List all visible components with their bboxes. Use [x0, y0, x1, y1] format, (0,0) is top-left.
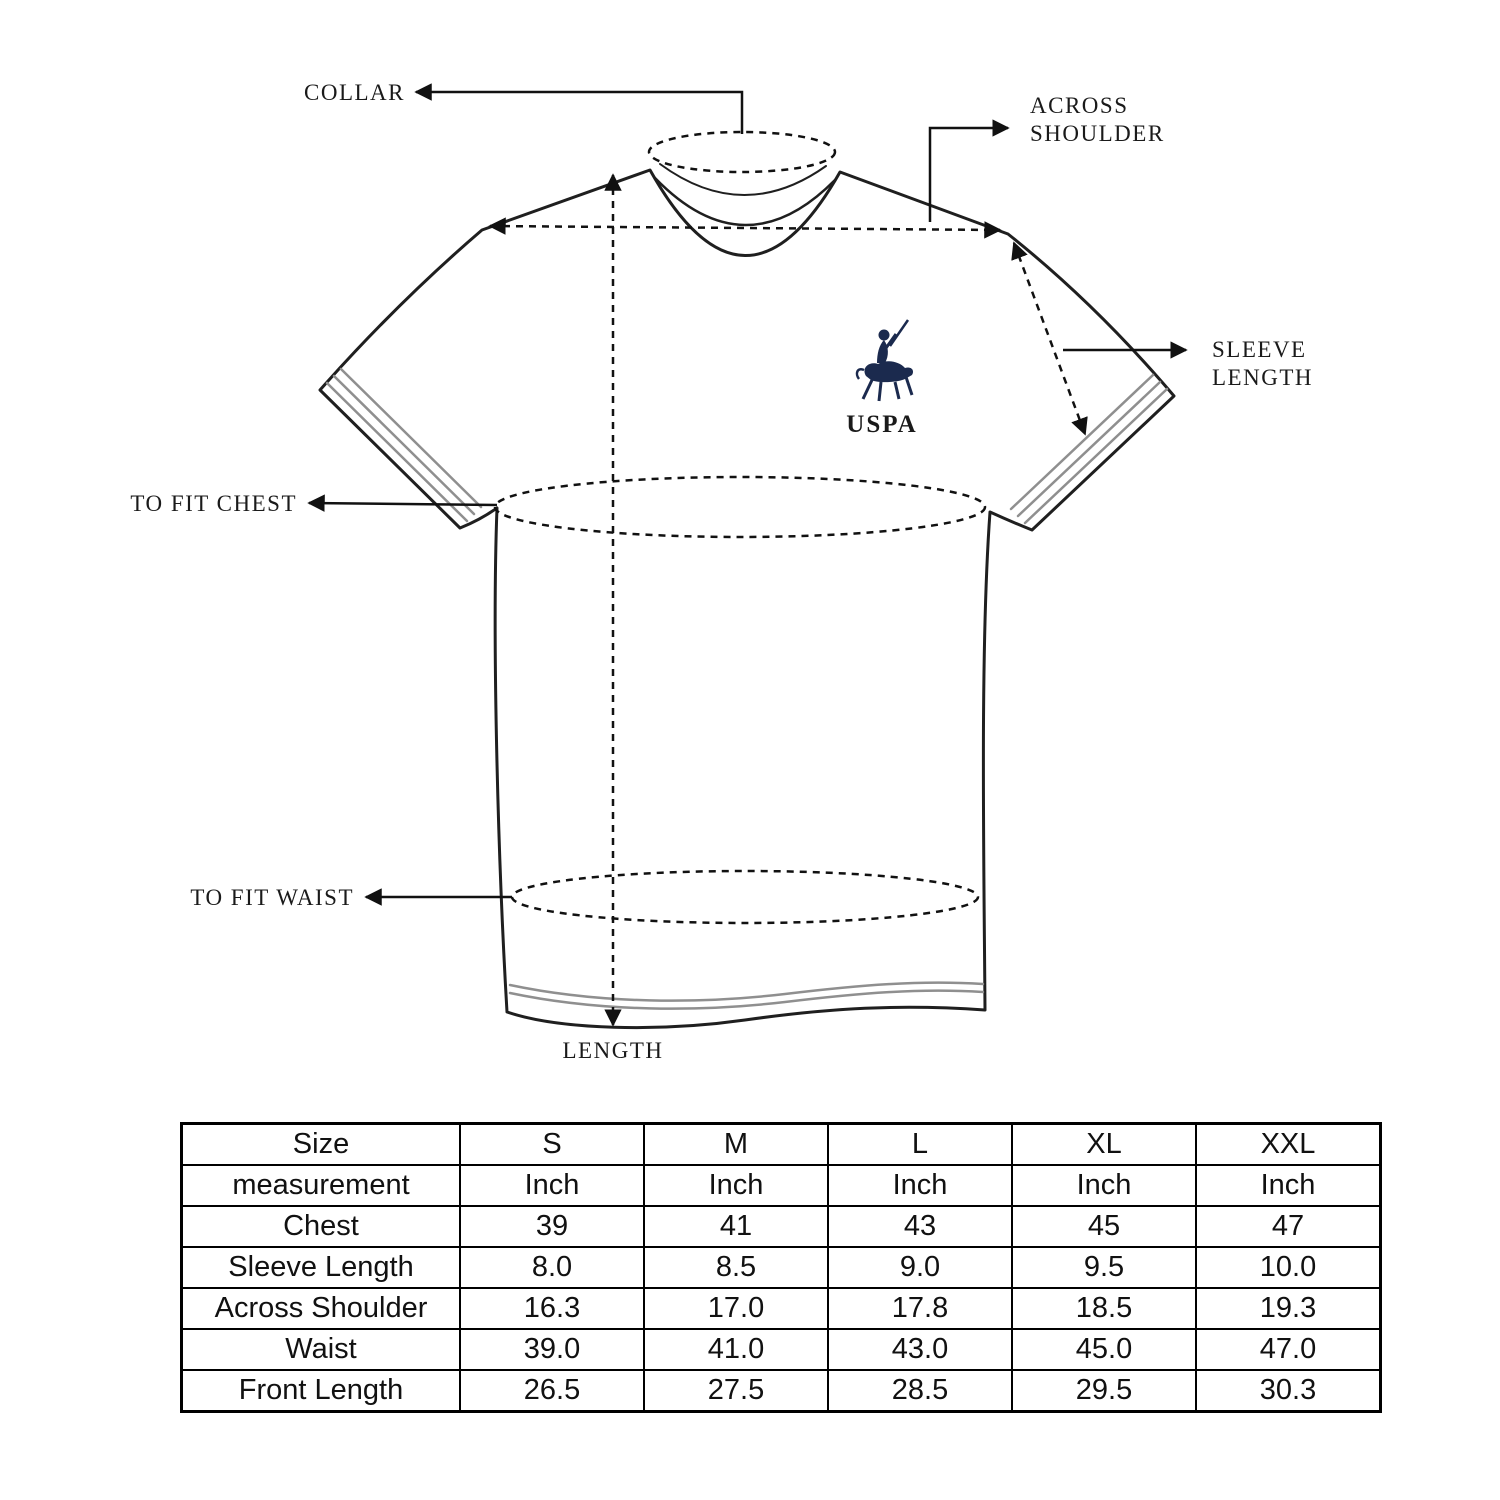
value-cell: 9.0: [827, 1246, 1013, 1289]
unit-cell: Inch: [459, 1164, 645, 1207]
horse-leg: [904, 376, 914, 396]
value-cell: 17.8: [827, 1287, 1013, 1330]
across-shoulder-label-line2: SHOULDER: [1030, 121, 1165, 146]
value-cell: 39.0: [459, 1328, 645, 1371]
tshirt-diagram: COLLAR ACROSS SHOULDER SLEEVE LENGTH TO …: [130, 80, 1313, 1063]
mallet: [888, 319, 910, 347]
right-cuff-stripe: [1023, 387, 1169, 525]
value-cell: 19.3: [1195, 1287, 1382, 1330]
length-label: LENGTH: [563, 1038, 664, 1063]
col-header-xxl: XXL: [1195, 1122, 1382, 1166]
value-cell: 29.5: [1011, 1369, 1197, 1413]
collar-ellipse: [647, 130, 837, 174]
value-cell: 28.5: [827, 1369, 1013, 1413]
rider-body: [877, 340, 888, 363]
rider-arm: [884, 333, 898, 349]
col-header-m: M: [643, 1122, 829, 1166]
right-cuff-stripe: [1016, 380, 1162, 518]
value-cell: 8.5: [643, 1246, 829, 1289]
measurement-row-label: measurement: [180, 1164, 461, 1207]
table-row-measurement: measurement Inch Inch Inch Inch Inch: [180, 1164, 1382, 1207]
chest-pointer: [307, 494, 498, 512]
sleeve-length-label-line1: SLEEVE: [1212, 337, 1307, 362]
value-cell: 8.0: [459, 1246, 645, 1289]
value-cell: 9.5: [1011, 1246, 1197, 1289]
collar-pointer: [414, 83, 744, 134]
value-cell: 47.0: [1195, 1328, 1382, 1371]
value-cell: 30.3: [1195, 1369, 1382, 1413]
table-row-across-shoulder: Across Shoulder 16.3 17.0 17.8 18.5 19.3: [180, 1287, 1382, 1330]
value-cell: 45.0: [1011, 1328, 1197, 1371]
chest-row-label: Chest: [180, 1205, 461, 1248]
col-header-s: S: [459, 1122, 645, 1166]
value-cell: 10.0: [1195, 1246, 1382, 1289]
left-cuff-stripe: [325, 381, 469, 523]
sleeve-length-label-line2: LENGTH: [1212, 365, 1313, 390]
unit-cell: Inch: [643, 1164, 829, 1207]
value-cell: 41.0: [643, 1328, 829, 1371]
tshirt-body: [318, 168, 1176, 1030]
rib-stripes: [325, 367, 1169, 1010]
uspa-logo-text: USPA: [846, 411, 917, 438]
hem-stripe: [508, 981, 985, 1002]
table-row-chest: Chest 39 41 43 45 47: [180, 1205, 1382, 1248]
chest-ellipse: [493, 475, 987, 539]
size-col-header: Size: [180, 1122, 461, 1166]
value-cell: 17.0: [643, 1287, 829, 1330]
across-shoulder-pointer: [928, 119, 1010, 222]
left-cuff-stripe: [339, 367, 483, 509]
horse-body: [864, 361, 914, 383]
sleeve-length-row-label: Sleeve Length: [180, 1246, 461, 1289]
across-shoulder-row-label: Across Shoulder: [180, 1287, 461, 1330]
col-header-l: L: [827, 1122, 1013, 1166]
to-fit-chest-label: TO FIT CHEST: [130, 491, 297, 516]
left-cuff-stripe: [332, 374, 476, 516]
horse-leg: [877, 381, 883, 402]
horse-leg: [893, 381, 901, 400]
to-fit-waist-label: TO FIT WAIST: [190, 885, 354, 910]
waist-row-label: Waist: [180, 1328, 461, 1371]
value-cell: 45: [1011, 1205, 1197, 1248]
table-row-front-length: Front Length 26.5 27.5 28.5 29.5 30.3: [180, 1369, 1382, 1413]
polo-player-icon: [855, 319, 914, 402]
value-cell: 43: [827, 1205, 1013, 1248]
across-shoulder-label-line1: ACROSS: [1030, 93, 1128, 118]
hem-stripe: [508, 989, 985, 1010]
unit-cell: Inch: [1011, 1164, 1197, 1207]
right-cuff-stripe: [1009, 373, 1155, 511]
table-row-waist: Waist 39.0 41.0 43.0 45.0 47.0: [180, 1328, 1382, 1371]
horse-tail: [855, 368, 865, 380]
unit-cell: Inch: [1195, 1164, 1382, 1207]
front-length-row-label: Front Length: [180, 1369, 461, 1413]
table-header-row: Size S M L XL XXL: [180, 1122, 1382, 1166]
value-cell: 27.5: [643, 1369, 829, 1413]
horse-leg: [861, 379, 874, 400]
table-row-sleeve-length: Sleeve Length 8.0 8.5 9.0 9.5 10.0: [180, 1246, 1382, 1289]
value-cell: 47: [1195, 1205, 1382, 1248]
value-cell: 43.0: [827, 1328, 1013, 1371]
unit-cell: Inch: [827, 1164, 1013, 1207]
size-table: Size S M L XL XXL measurement Inch Inch …: [180, 1122, 1382, 1413]
sleeve-guide-line: [1011, 241, 1088, 436]
collar-label: COLLAR: [304, 80, 405, 105]
value-cell: 41: [643, 1205, 829, 1248]
collar-back-arc: [659, 163, 827, 196]
rider-head: [878, 329, 890, 341]
value-cell: 26.5: [459, 1369, 645, 1413]
col-header-xl: XL: [1011, 1122, 1197, 1166]
callout-lines: [307, 83, 1188, 906]
value-cell: 16.3: [459, 1287, 645, 1330]
value-cell: 18.5: [1011, 1287, 1197, 1330]
value-cell: 39: [459, 1205, 645, 1248]
